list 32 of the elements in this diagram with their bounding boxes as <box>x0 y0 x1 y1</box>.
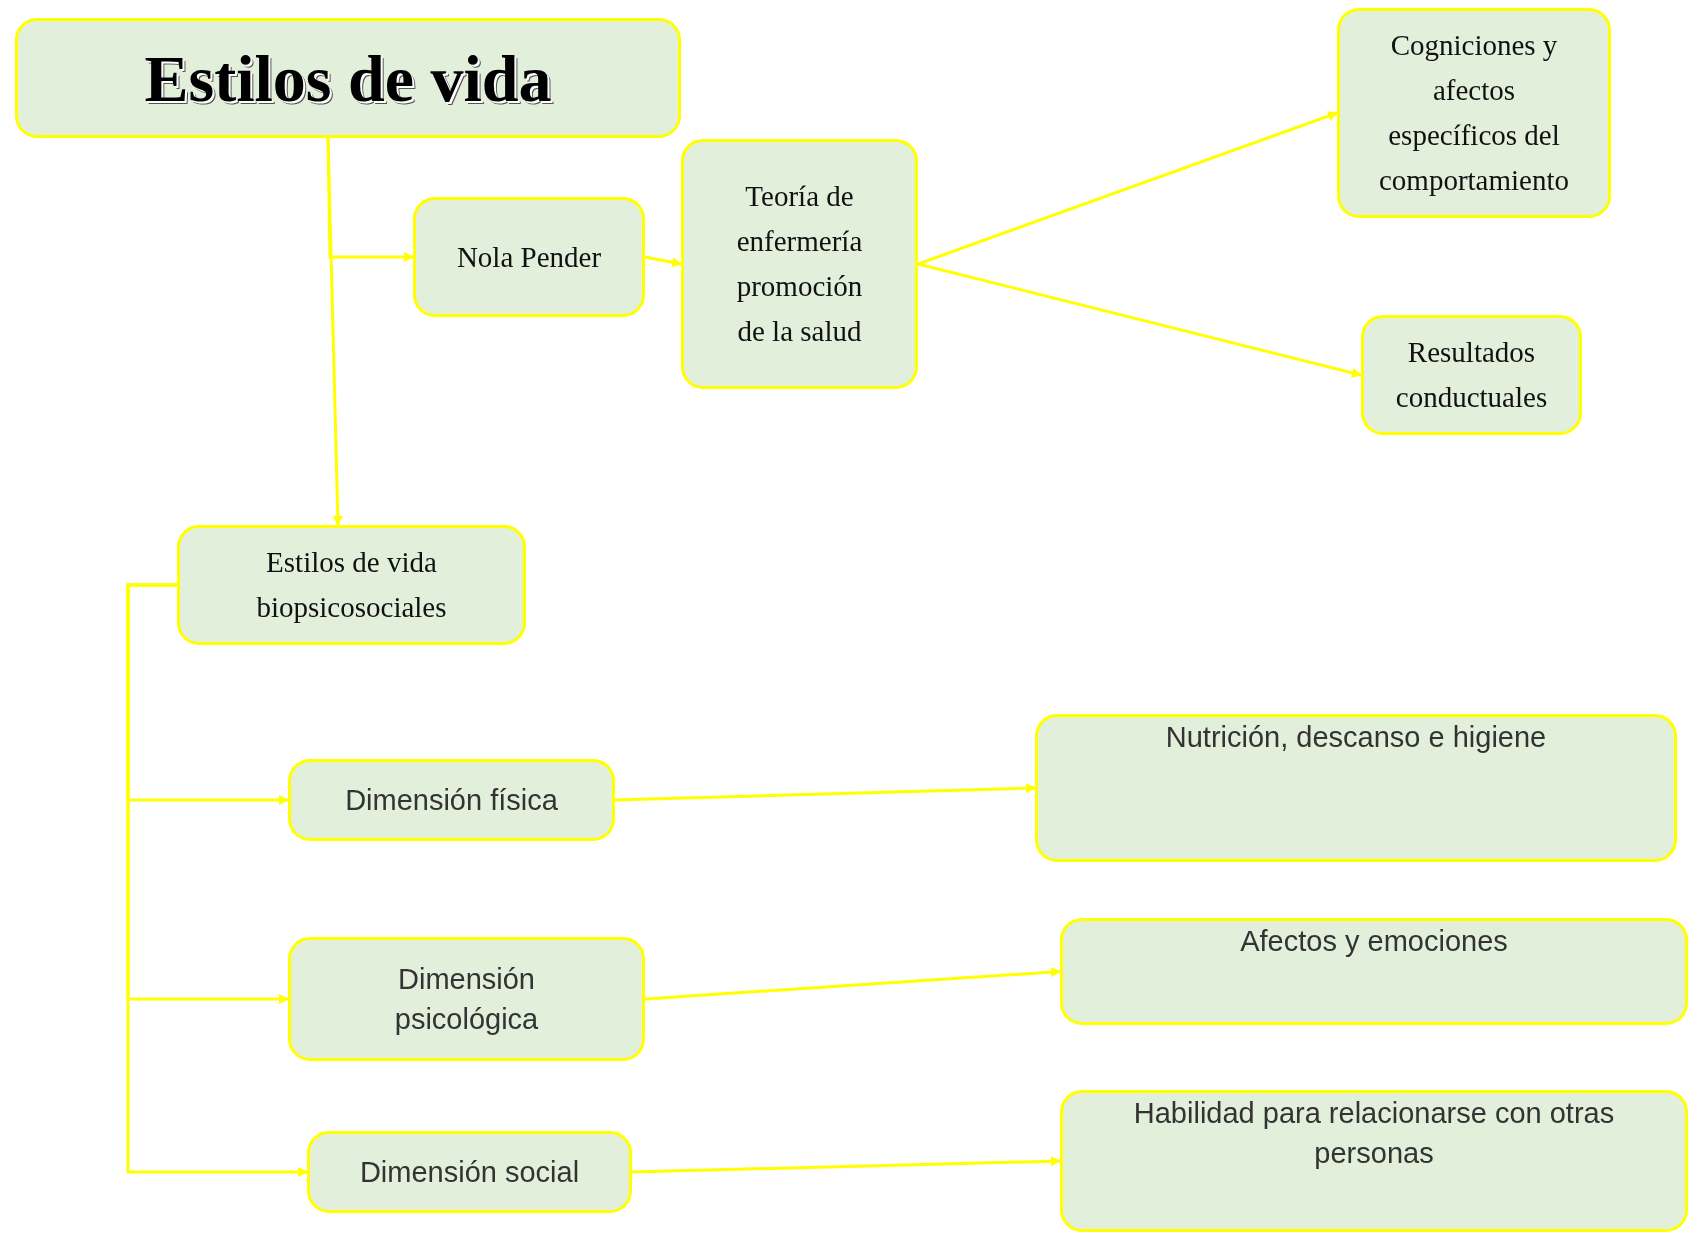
node-text: Nutrición, descanso e higiene <box>1165 720 1547 755</box>
node-text: Afectos y emociones <box>1240 924 1508 959</box>
title-box <box>15 18 681 138</box>
arrow <box>917 111 1338 266</box>
arrow <box>631 1156 1061 1174</box>
title-text: Estilos de vida <box>144 55 552 101</box>
concept-box <box>1060 1090 1688 1232</box>
concept-box <box>288 759 615 841</box>
concept-box <box>177 525 526 645</box>
node-text: Estilos de vida biopsicosociales <box>255 545 448 625</box>
node-text: Dimensión social <box>359 1155 580 1190</box>
concept-box <box>307 1131 632 1213</box>
node-text: Teoría de enfermería promoción de la salud <box>735 179 864 349</box>
concept-box <box>1361 315 1582 435</box>
node-text: Nola Pender <box>456 239 602 275</box>
concept-box <box>1337 8 1611 218</box>
concept-box <box>681 139 918 389</box>
concept-box <box>1060 918 1688 1025</box>
node-text: Dimensión psicológica <box>393 962 540 1037</box>
arrow <box>326 137 414 262</box>
concept-box <box>1035 714 1677 862</box>
node-text: Habilidad para relacionarse con otras personas <box>1132 1096 1616 1171</box>
node-text: Cogniciones y afectos específicos del comportamiento <box>1377 28 1571 198</box>
arrow <box>917 262 1362 378</box>
concept-box <box>413 197 645 317</box>
arrow <box>614 783 1036 802</box>
concept-box <box>288 937 645 1061</box>
node-text: Resultados conductuales <box>1394 335 1549 415</box>
arrow <box>644 967 1061 1001</box>
arrow <box>644 255 682 268</box>
node-text: Dimensión física <box>345 783 558 818</box>
arrow <box>126 583 308 1177</box>
